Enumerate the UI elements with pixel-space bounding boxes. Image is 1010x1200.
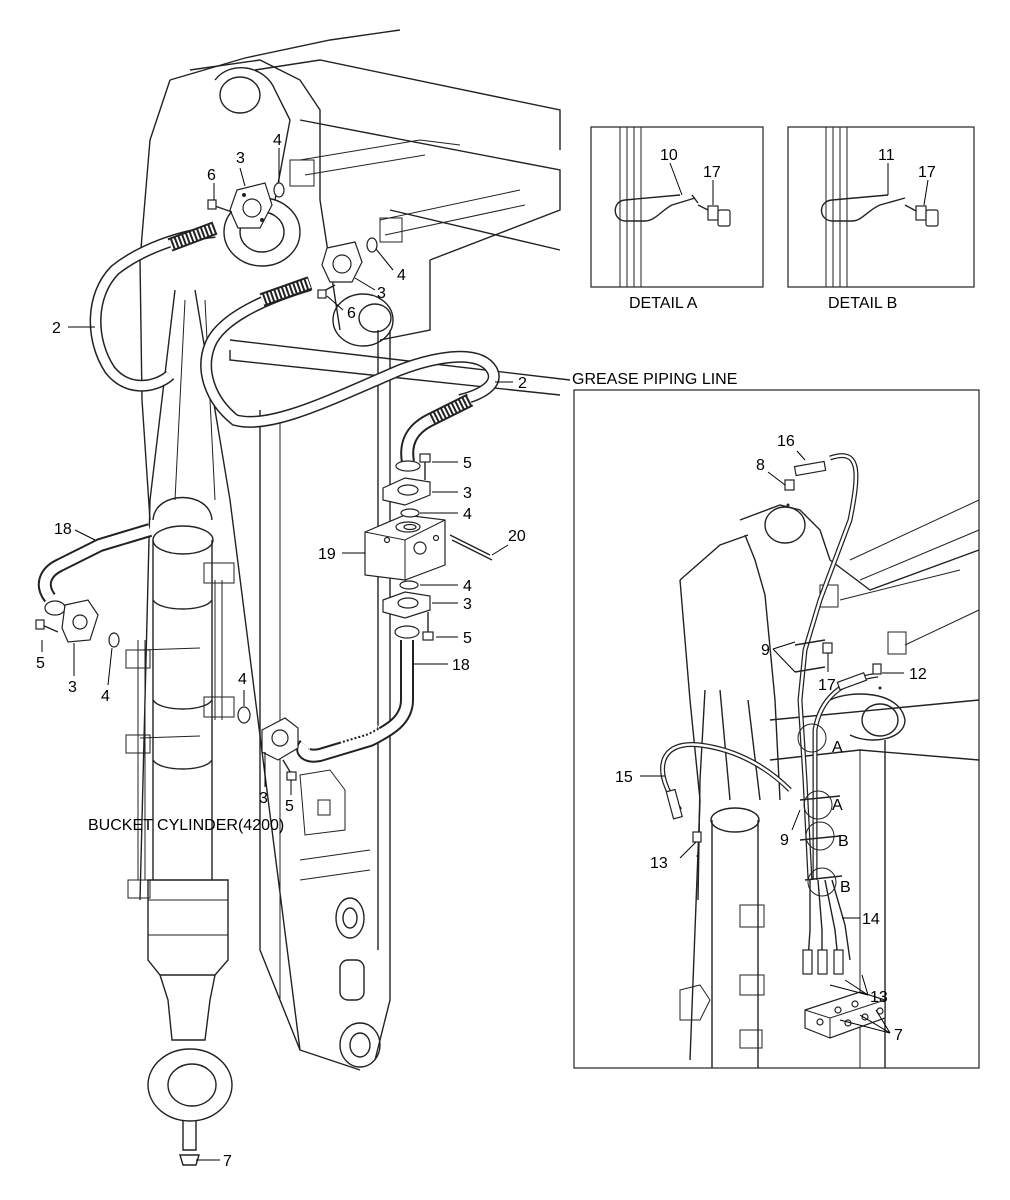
callout-18: 18 bbox=[452, 657, 470, 674]
callout-12: 12 bbox=[909, 666, 927, 683]
hose-2-right bbox=[200, 276, 500, 472]
callout-19: 19 bbox=[318, 546, 336, 563]
callout-5: 5 bbox=[463, 630, 472, 647]
callout-7: 7 bbox=[223, 1153, 232, 1170]
flange-top-right bbox=[317, 237, 378, 299]
callout-4: 4 bbox=[101, 688, 110, 705]
main-leaders bbox=[41, 148, 513, 1161]
callout-3: 3 bbox=[236, 150, 245, 167]
callout-5: 5 bbox=[36, 655, 45, 672]
callout-2: 2 bbox=[52, 320, 61, 337]
hose-18-left bbox=[35, 523, 153, 648]
callout-16: 16 bbox=[777, 433, 795, 450]
grease-piping-box bbox=[573, 389, 980, 1069]
callout-17: 17 bbox=[818, 677, 836, 694]
callout-8: 8 bbox=[756, 457, 765, 474]
callout-3: 3 bbox=[377, 285, 386, 302]
callout-14: 14 bbox=[862, 911, 880, 928]
clamp-b-label: B bbox=[838, 833, 849, 850]
callout-4: 4 bbox=[463, 578, 472, 595]
main-callouts: 6 3 4 4 3 6 2 2 5 3 4 20 19 4 3 5 18 18 … bbox=[36, 132, 527, 1170]
clamp-b-label: B bbox=[840, 879, 851, 896]
callout-3: 3 bbox=[463, 596, 472, 613]
detail-a-label: DETAIL A bbox=[629, 295, 698, 312]
callout-6: 6 bbox=[207, 167, 216, 184]
hose-18-right bbox=[261, 640, 414, 781]
hose-2-left bbox=[89, 221, 218, 392]
flange-top-left bbox=[207, 182, 285, 229]
callout-6: 6 bbox=[347, 305, 356, 322]
bucket-cylinder bbox=[125, 496, 235, 1166]
clamp-a-label: A bbox=[832, 797, 843, 814]
callout-17: 17 bbox=[703, 164, 721, 181]
callout-3: 3 bbox=[463, 485, 472, 502]
callout-9: 9 bbox=[761, 642, 770, 659]
callout-20: 20 bbox=[508, 528, 526, 545]
grease-leaders bbox=[640, 450, 904, 1034]
callout-4: 4 bbox=[238, 671, 247, 688]
callout-3: 3 bbox=[259, 790, 268, 807]
clamp-a-label: A bbox=[832, 739, 843, 756]
detail-a: 10 17 DETAIL A bbox=[590, 126, 764, 312]
callout-13: 13 bbox=[650, 855, 668, 872]
grease-piping-title: GREASE PIPING LINE bbox=[572, 371, 737, 388]
callout-7: 7 bbox=[894, 1027, 903, 1044]
callout-5: 5 bbox=[463, 455, 472, 472]
callout-11: 11 bbox=[878, 147, 895, 164]
o-ring-4 bbox=[237, 706, 251, 724]
callout-5: 5 bbox=[285, 798, 294, 815]
callout-17: 17 bbox=[918, 164, 936, 181]
callout-10: 10 bbox=[660, 147, 678, 164]
callout-13: 13 bbox=[870, 989, 888, 1006]
callout-4: 4 bbox=[273, 132, 282, 149]
callout-9: 9 bbox=[780, 832, 789, 849]
callout-4: 4 bbox=[397, 267, 406, 284]
valve-block-19 bbox=[364, 453, 493, 641]
callout-18: 18 bbox=[54, 521, 72, 538]
callout-4: 4 bbox=[463, 506, 472, 523]
grease-callouts: 16 8 9 17 12 A 15 A 9 B 13 B 14 13 7 bbox=[615, 433, 927, 1044]
detail-b-label: DETAIL B bbox=[828, 295, 897, 312]
callout-2: 2 bbox=[518, 375, 527, 392]
callout-15: 15 bbox=[615, 769, 633, 786]
detail-b: 11 17 DETAIL B bbox=[787, 126, 975, 312]
callout-3: 3 bbox=[68, 679, 77, 696]
bucket-cylinder-label: BUCKET CYLINDER(4200) bbox=[88, 817, 284, 834]
